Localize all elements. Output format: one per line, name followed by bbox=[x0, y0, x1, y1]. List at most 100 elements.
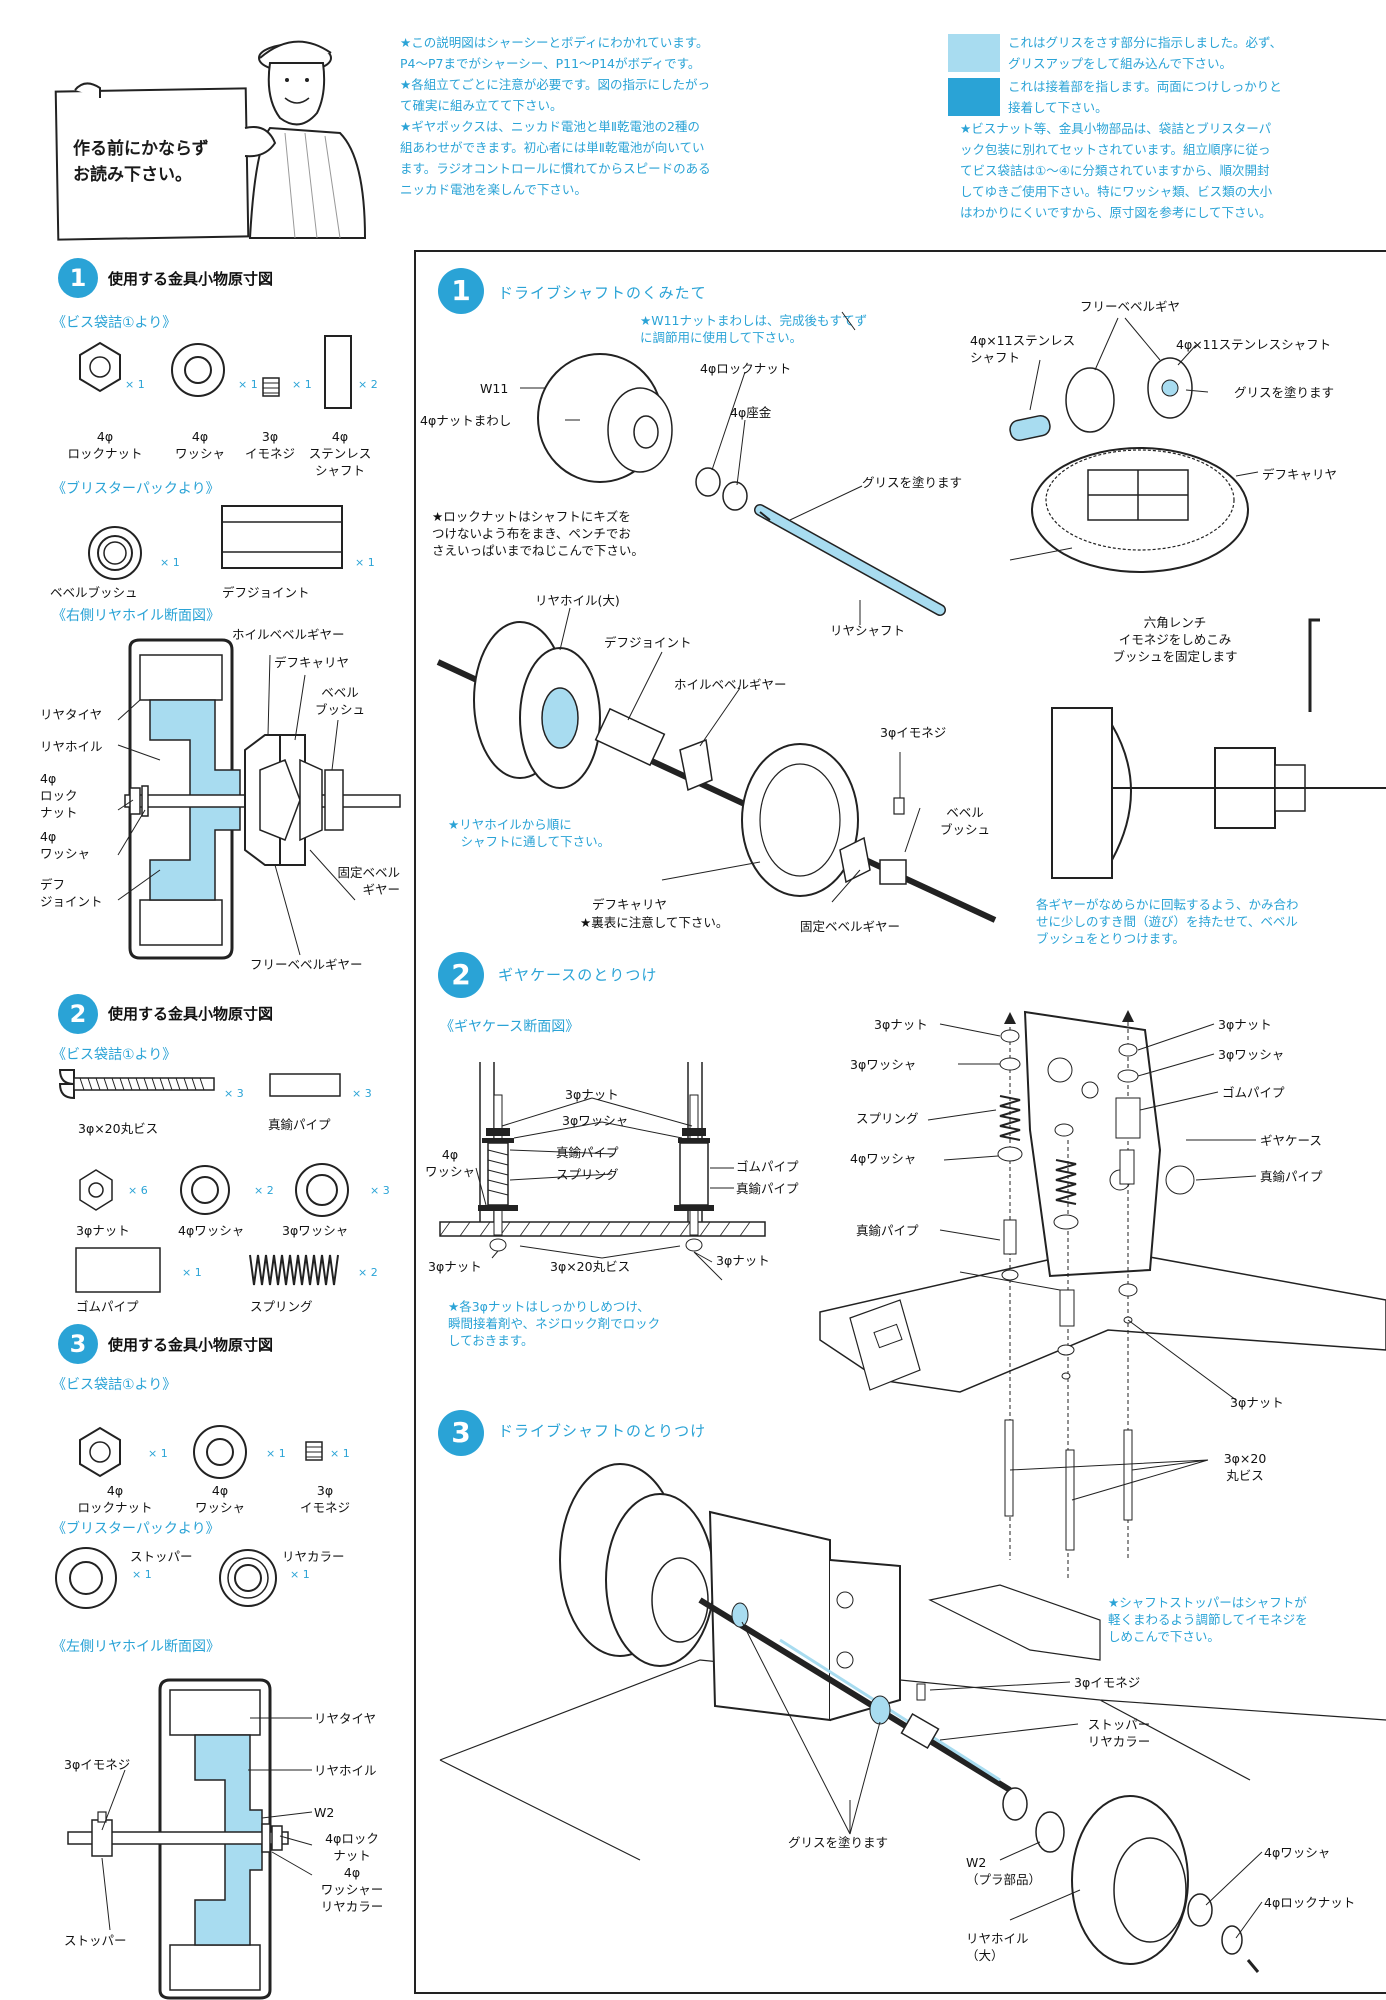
intro-note-line: ます。ラジオコントロールに慣れてからスピードのある bbox=[400, 161, 711, 176]
bag-heading: 《ビス袋詰①より》 bbox=[52, 315, 177, 331]
part-label: 4φワッシャ bbox=[178, 1223, 245, 1238]
diagram-label: リヤシャフト bbox=[830, 623, 906, 638]
section-label: 4φ ロック ナット bbox=[40, 771, 78, 820]
diagram-label: デフキャリヤ bbox=[1262, 467, 1338, 482]
part-label: 4φ ワッシャ bbox=[174, 429, 225, 461]
diagram-label: 4φナットまわし bbox=[420, 413, 512, 428]
diagram-label: グリスを塗ります bbox=[788, 1835, 889, 1850]
qty-label: × 2 bbox=[254, 1184, 274, 1197]
step-number-badge: 2 bbox=[438, 952, 484, 998]
diagram-label: W11 bbox=[480, 381, 509, 396]
step-number-badge: 2 bbox=[58, 994, 98, 1034]
set-screw-icon bbox=[262, 377, 280, 397]
diagram-label: ゴムパイプ bbox=[1222, 1085, 1285, 1100]
diagram-label: 3φイモネジ bbox=[1074, 1675, 1141, 1690]
section-label: 3φ×20丸ビス bbox=[550, 1259, 631, 1274]
qty-label: × 2 bbox=[358, 1266, 378, 1279]
diagram-label: ギヤケース bbox=[1260, 1133, 1322, 1148]
diagram-label: デフキャリヤ bbox=[592, 897, 668, 912]
section-label: 3φナット bbox=[716, 1253, 770, 1268]
section-label: 真鍮パイプ bbox=[736, 1181, 799, 1196]
mechanic-illustration: 作る前にかならず お読み下さい。 bbox=[54, 18, 375, 241]
lock-nut-icon bbox=[79, 1426, 121, 1478]
section-label: リヤホイル bbox=[40, 739, 103, 754]
stopper-note: ★シャフトストッパーはシャフトが 軽くまわるよう調節してイモネジを しめこんで下… bbox=[1108, 1595, 1308, 1644]
drive-shaft-install-diagram bbox=[439, 1463, 1386, 1973]
order-note: ★リヤホイルから順に シャフトに通して下さい。 bbox=[448, 817, 611, 849]
glue-legend-swatch bbox=[948, 78, 1000, 116]
section-label: フリーベベルギヤー bbox=[250, 957, 363, 972]
rubber-pipe-icon bbox=[75, 1247, 161, 1293]
qty-label: × 1 bbox=[160, 556, 180, 569]
def-joint-icon bbox=[221, 505, 343, 569]
section-heading: 《右側リヤホイル断面図》 bbox=[52, 608, 220, 624]
blister-heading: 《ブリスターパックより》 bbox=[52, 481, 220, 497]
step-number-badge: 1 bbox=[438, 268, 484, 314]
qty-label: × 6 bbox=[128, 1184, 148, 1197]
section-label: 3φワッシャ bbox=[562, 1113, 629, 1128]
section-label: 3φイモネジ bbox=[64, 1757, 131, 1772]
qty-label: × 1 bbox=[290, 1568, 310, 1581]
section-label: 4φ ワッシャ bbox=[424, 1147, 475, 1179]
w11-note: ★W11ナットまわしは、完成後もすてず に調節用に使用して下さい。 bbox=[640, 313, 868, 345]
bag-heading: 《ビス袋詰①より》 bbox=[52, 1377, 177, 1393]
diagram-label: 3φイモネジ bbox=[880, 725, 947, 740]
intro-note-line: ★ビスナット等、金具小物部品は、袋詰とブリスターパ bbox=[960, 121, 1272, 136]
intro-note-line: してゆきご使用下さい。特にワッシャ類、ビス類の大小 bbox=[960, 184, 1273, 199]
assembly-step-title: ドライブシャフトのくみたて bbox=[498, 284, 707, 302]
section-label: デフキャリヤ bbox=[274, 655, 350, 670]
left-rear-wheel-section-diagram bbox=[67, 1678, 313, 2000]
diagram-label: 3φナット bbox=[874, 1017, 928, 1032]
washer-4mm-icon bbox=[180, 1165, 230, 1215]
gear-case-exploded-diagram bbox=[819, 1010, 1386, 1580]
section-label: 4φ ワッシャー リヤカラー bbox=[320, 1865, 384, 1914]
intro-notes-left: ★この説明図はシャーシーとボディにわかれています。 P4～P7までがシャーシー、… bbox=[400, 32, 711, 200]
diagram-label: ホイルベベルギヤー bbox=[674, 677, 787, 692]
diagram-label: 真鍮パイプ bbox=[1260, 1169, 1323, 1184]
section-label: スプリング bbox=[556, 1167, 619, 1182]
intro-note-line: はわかりにくいですから、原寸図を参考にして下さい。 bbox=[960, 205, 1272, 220]
diagram-label: ストッパー リヤカラー bbox=[1087, 1717, 1151, 1749]
intro-note-line: P4～P7までがシャーシー、P11～P14がボディです。 bbox=[400, 56, 701, 71]
part-label: 4φ ワッシャ bbox=[194, 1483, 245, 1515]
section-label: 4φロック ナット bbox=[325, 1831, 379, 1863]
diagram-label: 3φワッシャ bbox=[850, 1057, 917, 1072]
qty-label: × 2 bbox=[358, 378, 378, 391]
diagram-label: ★裏表に注意して下さい。 bbox=[580, 915, 729, 930]
section-label: ホイルベベルギヤー bbox=[232, 627, 345, 642]
part-label: 真鍮パイプ bbox=[268, 1117, 331, 1132]
section-label: 3φナット bbox=[428, 1259, 482, 1274]
part-label: スプリング bbox=[250, 1299, 313, 1314]
diagram-label: デフジョイント bbox=[604, 635, 692, 650]
p3-parts-drawings bbox=[55, 1425, 323, 1609]
qty-label: × 1 bbox=[125, 378, 145, 391]
diagram-label: スプリング bbox=[856, 1111, 919, 1126]
glue-legend-text: これは接着部を指します。両面につけしっかりと 接着して下さい。 bbox=[1008, 76, 1282, 118]
section-label: W2 bbox=[314, 1805, 335, 1820]
diagram-label: ベベル ブッシュ bbox=[939, 805, 990, 837]
section-label: ストッパー bbox=[64, 1933, 127, 1948]
p1-parts-drawings bbox=[79, 335, 352, 580]
diagram-label: 固定ベベルギヤー bbox=[800, 919, 901, 934]
part-label: デフジョイント bbox=[222, 585, 310, 600]
nut-icon bbox=[79, 1169, 113, 1211]
gear-case-section-diagram bbox=[439, 1062, 766, 1281]
diagram-label: 3φ×20 丸ビス bbox=[1223, 1451, 1267, 1483]
diagram-label: 3φナット bbox=[1218, 1017, 1272, 1032]
section-label: 固定ベベル ギヤー bbox=[337, 865, 400, 897]
drive-shaft-exploded-diagram bbox=[436, 311, 1386, 923]
qty-label: × 1 bbox=[148, 1447, 168, 1460]
qty-label: × 1 bbox=[238, 378, 258, 391]
mechanic-figure bbox=[54, 40, 367, 241]
sign-line-2: お読み下さい。 bbox=[73, 165, 192, 185]
grease-legend-line: グリスアップをして組み込んで下さい。 bbox=[1008, 56, 1233, 71]
part-label: 3φナット bbox=[76, 1223, 130, 1238]
part-label: 3φ イモネジ bbox=[299, 1483, 350, 1515]
diagram-label: グリスを塗ります bbox=[862, 475, 963, 490]
washer-icon bbox=[171, 343, 225, 397]
section-label: リヤタイヤ bbox=[314, 1711, 377, 1726]
part-label: リヤカラー bbox=[282, 1549, 345, 1564]
diagram-label: W2 （プラ部品） bbox=[966, 1855, 1042, 1887]
diagram-label: 4φ座金 bbox=[730, 405, 772, 420]
diagram-label: リヤホイル(大) bbox=[535, 593, 620, 608]
